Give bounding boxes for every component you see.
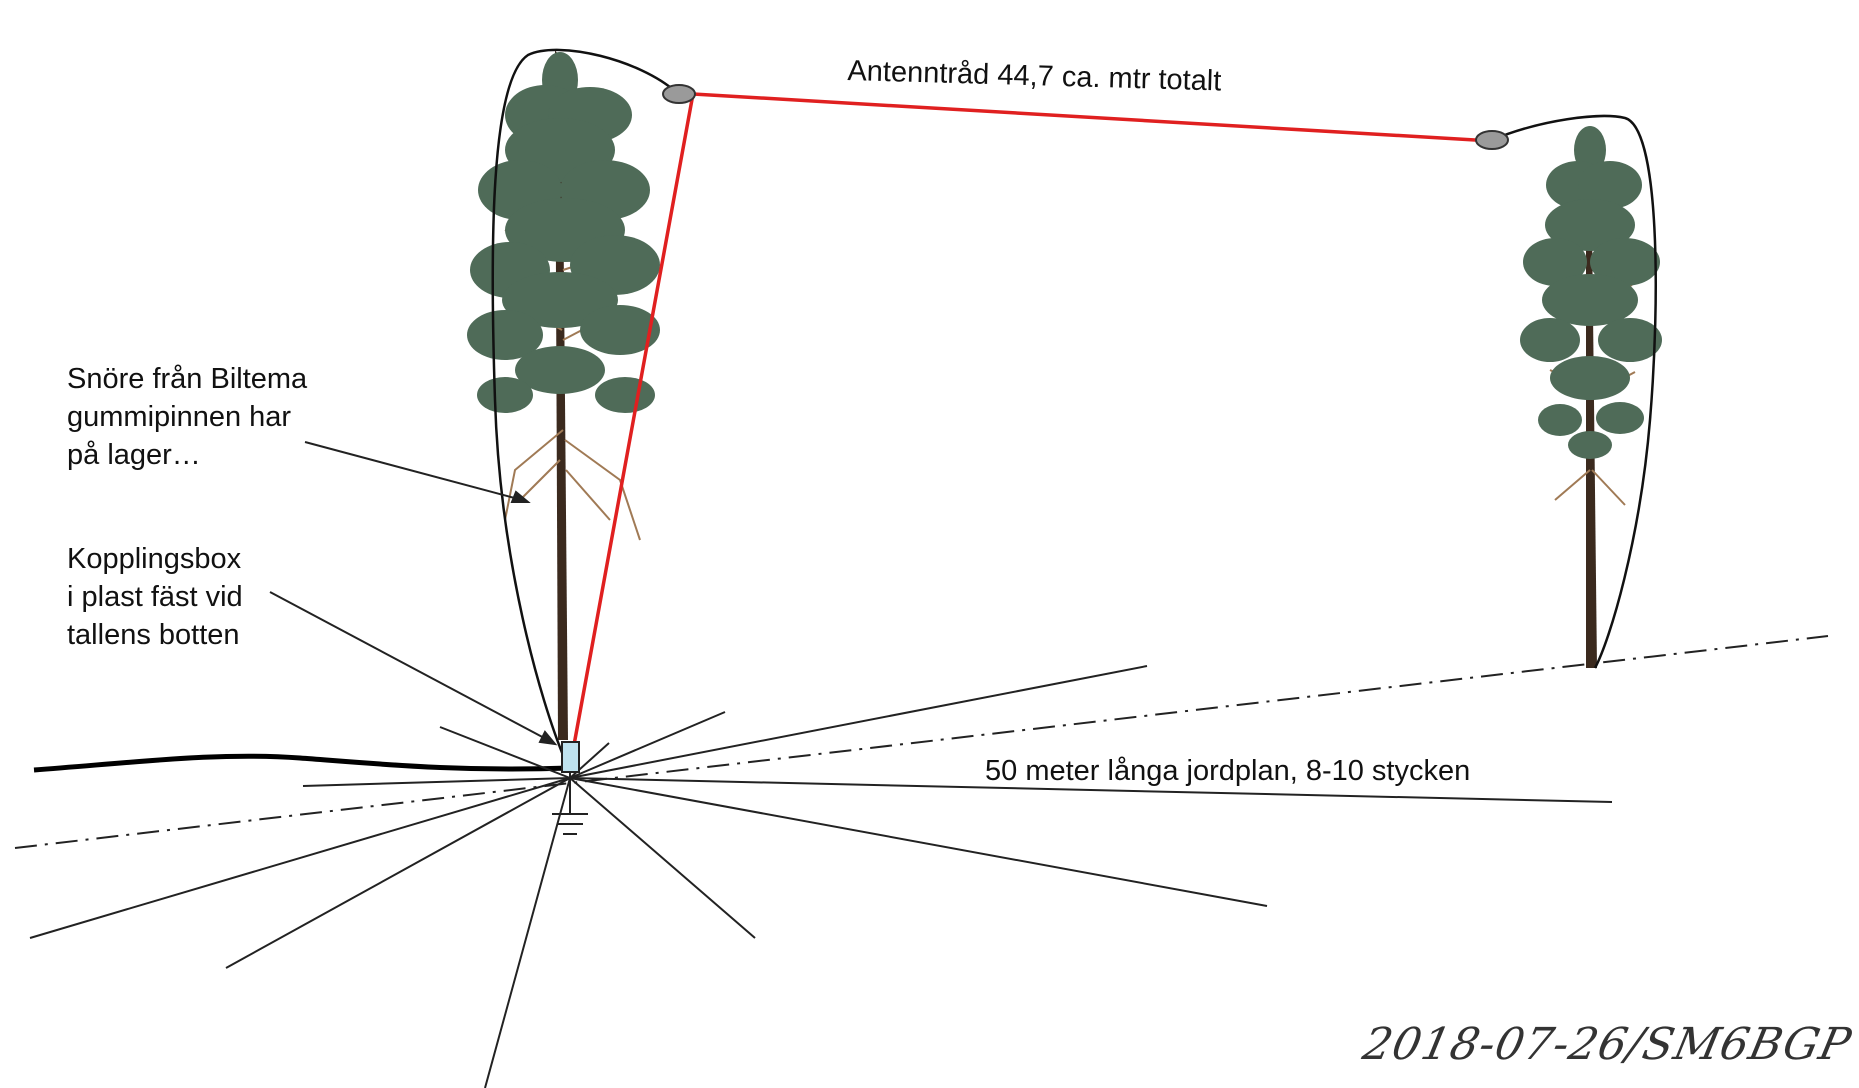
ground-symbol <box>552 772 588 835</box>
arrow-box <box>269 591 549 741</box>
radial <box>569 711 726 779</box>
radial <box>484 777 571 1088</box>
arrowhead-box <box>538 730 558 746</box>
arrowhead-string <box>510 490 531 503</box>
ground-radials <box>29 665 1613 1088</box>
signature: 2018-07-26/SM6BGP <box>1358 1019 1857 1070</box>
annotation-arrows <box>269 441 558 746</box>
pine-tree-left <box>467 50 660 740</box>
coupling-box <box>561 741 580 773</box>
coupling-box-note: Kopplingsbox i plast fäst vid tallens bo… <box>67 540 243 654</box>
pine-tree-right <box>1520 126 1662 668</box>
radial <box>225 777 571 969</box>
box-note-line: tallens botten <box>67 619 240 651</box>
string-note: Snöre från Biltema gummipinnen har på la… <box>67 360 307 474</box>
radial <box>569 777 1268 907</box>
support-string-right <box>1491 114 1657 669</box>
radial <box>29 777 571 939</box>
ground-slope-line <box>14 635 1829 849</box>
radial <box>569 777 1613 803</box>
radial <box>569 665 1148 779</box>
antenna-wire <box>572 92 1493 746</box>
box-note-line: i plast fäst vid <box>67 581 243 613</box>
insulator-right <box>1475 130 1509 150</box>
arrow-string <box>304 441 523 501</box>
radial <box>302 777 571 787</box>
string-note-line: på lager… <box>67 439 201 471</box>
feed-cable <box>33 753 571 773</box>
box-note-line: Kopplingsbox <box>67 543 242 575</box>
insulator-left <box>662 84 696 104</box>
support-string-left <box>491 48 677 761</box>
ground-radials-label: 50 meter långa jordplan, 8-10 stycken <box>985 755 1471 787</box>
radial <box>439 726 571 779</box>
string-note-line: Snöre från Biltema <box>67 363 308 395</box>
radial <box>569 777 756 939</box>
string-note-line: gummipinnen har <box>67 401 292 433</box>
